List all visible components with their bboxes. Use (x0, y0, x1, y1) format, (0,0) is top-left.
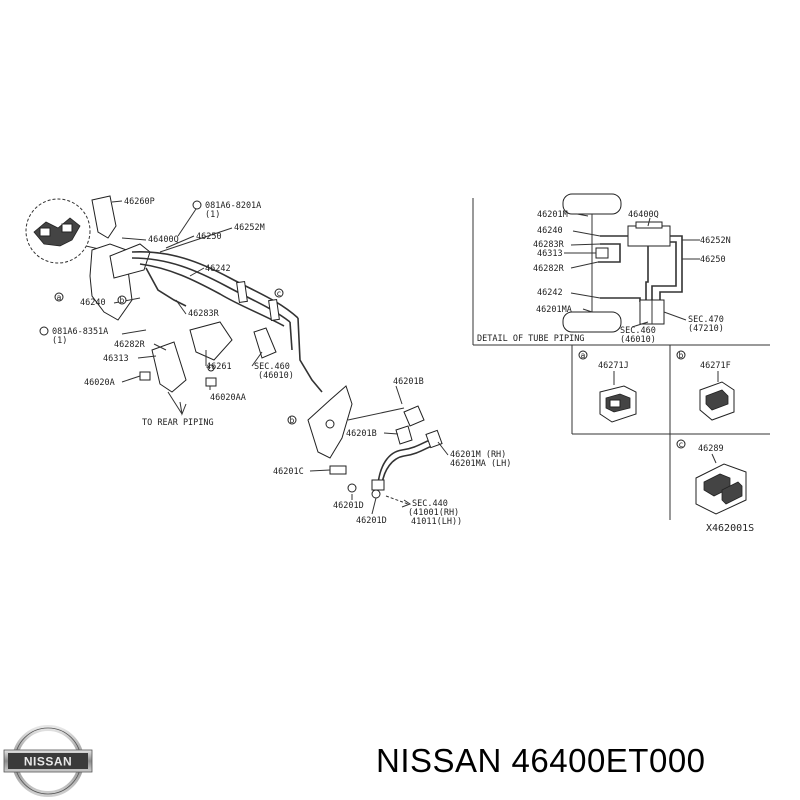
figure-code: X462001S (706, 523, 754, 534)
inset-b-part: 46271F (700, 361, 731, 371)
label-46282r: 46282R (114, 340, 146, 350)
label-46400q: 46400Q (148, 235, 179, 245)
label-46020a: 46020A (84, 378, 115, 388)
label-46240: 46240 (80, 298, 106, 308)
detail-label-46201ma: 46201MA (536, 305, 572, 315)
main-assembly: a b c b 46260P 081A6-8201A (1) 46400Q 46… (25, 195, 511, 527)
nissan-logo: NISSAN (3, 725, 93, 797)
inset-b: b 46271F (676, 350, 735, 421)
label-bolt2: 081A6-8351A (52, 327, 108, 337)
detail-label-sec470: SEC.470 (688, 315, 724, 325)
label-to-rear-piping: TO REAR PIPING (142, 418, 214, 428)
inset-a-mark: a (581, 351, 586, 360)
detail-label-46250: 46250 (700, 255, 726, 265)
product-title: NISSAN 46400ET000 (376, 742, 706, 779)
inset-c-mark: c (679, 440, 684, 449)
label-sec440-lh: 41011(LH)) (411, 517, 462, 527)
callout-b-2: b (290, 416, 295, 425)
label-46242: 46242 (205, 264, 231, 274)
inset-a: a 46271J (578, 350, 637, 423)
detail-label-46242: 46242 (537, 288, 563, 298)
label-sec460-ref: (46010) (258, 371, 294, 381)
label-sec440: SEC.440 (412, 499, 448, 509)
label-46201b-a: 46201B (393, 377, 424, 387)
label-46201ma: 46201MA (LH) (450, 459, 511, 469)
label-sec460: SEC.460 (254, 362, 290, 372)
label-46201d-a: 46201D (333, 501, 364, 511)
label-bolt2-qty: (1) (52, 336, 67, 346)
label-46252m: 46252M (234, 223, 265, 233)
label-46261: 46261 (206, 362, 232, 372)
label-46260p: 46260P (124, 197, 155, 207)
detail-label-46400q: 46400Q (628, 210, 659, 220)
label-46250: 46250 (196, 232, 222, 242)
detail-label-sec460: SEC.460 (620, 326, 656, 336)
logo-wordmark: NISSAN (24, 755, 72, 769)
detail-label-46240: 46240 (537, 226, 563, 236)
label-46020aa: 46020AA (210, 393, 246, 403)
tube-piping-detail: 46201M 46240 46283R 46313 46282R 46242 4… (477, 193, 731, 345)
label-46313: 46313 (103, 354, 129, 364)
detail-label-sec460-ref: (46010) (620, 335, 656, 345)
detail-label-46313: 46313 (537, 249, 563, 259)
label-bolt1: 081A6-8201A (205, 201, 261, 211)
detail-label-46282r: 46282R (533, 264, 565, 274)
parts-diagram: 46201M 46240 46283R 46313 46282R 46242 4… (25, 193, 770, 534)
callout-a: a (57, 293, 62, 302)
label-bolt1-qty: (1) (205, 210, 220, 220)
label-46201c: 46201C (273, 467, 304, 477)
detail-label-46201m: 46201M (537, 210, 568, 220)
inset-b-mark: b (679, 351, 684, 360)
detail-label-sec470-ref: (47210) (688, 324, 724, 334)
detail-label-46283r: 46283R (533, 240, 565, 250)
inset-c: c 46289 X462001S (676, 439, 754, 534)
detail-label-46252n: 46252N (700, 236, 731, 246)
detail-caption: DETAIL OF TUBE PIPING (477, 334, 584, 344)
callout-b: b (120, 296, 125, 305)
detail-frame (472, 198, 770, 520)
label-46201b-b: 46201B (346, 429, 377, 439)
label-46283r: 46283R (188, 309, 220, 319)
inset-a-part: 46271J (598, 361, 629, 371)
callout-c: c (277, 289, 282, 298)
label-sec440-rh: (41001(RH) (408, 508, 459, 518)
label-46201m: 46201M (RH) (450, 450, 506, 460)
inset-c-part: 46289 (698, 444, 724, 454)
label-46201d-b: 46201D (356, 516, 387, 526)
